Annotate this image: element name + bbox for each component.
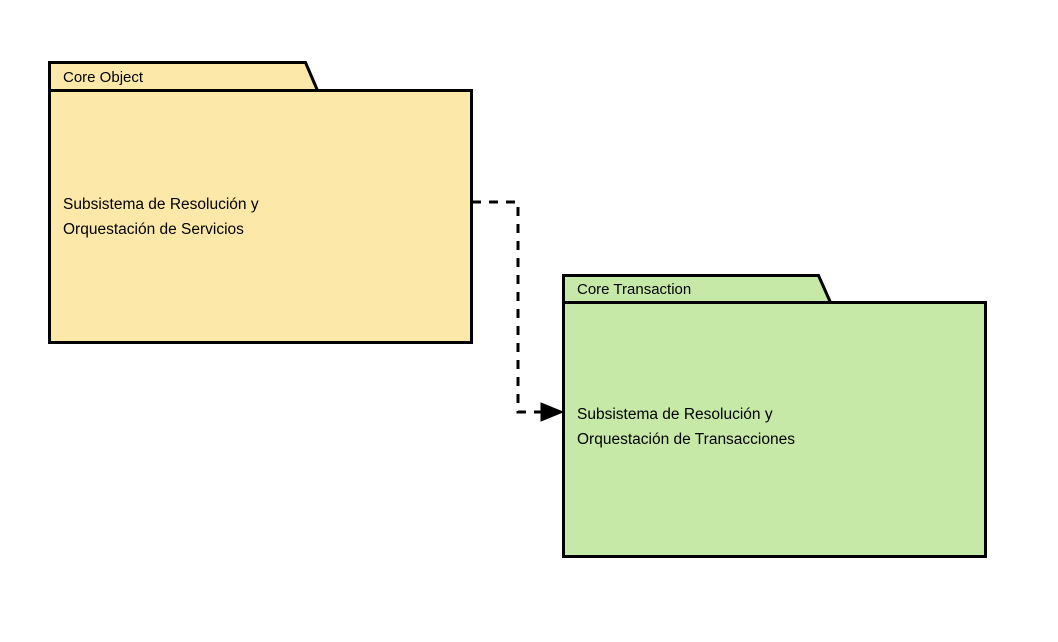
dependency-connector-line <box>472 200 548 414</box>
package-core-object-name: Core Object <box>63 69 144 86</box>
package-core-transaction[interactable]: Core Transaction Subsistema de Resolució… <box>562 274 987 558</box>
package-core-object[interactable]: Core Object Subsistema de Resolución y O… <box>48 61 473 344</box>
dependency-connector[interactable] <box>472 200 565 422</box>
package-core-transaction-body-line-2: Orquestación de Transacciones <box>577 431 795 448</box>
package-core-object-body <box>48 89 473 344</box>
package-core-transaction-name: Core Transaction <box>577 281 691 298</box>
package-core-object-body-line-2: Orquestación de Servicios <box>63 221 244 238</box>
package-core-transaction-body-line-1: Subsistema de Resolución y <box>577 406 773 423</box>
package-core-transaction-body <box>562 301 987 558</box>
dependency-connector-arrowhead <box>540 402 565 422</box>
package-core-object-body-line-1: Subsistema de Resolución y <box>63 196 259 213</box>
